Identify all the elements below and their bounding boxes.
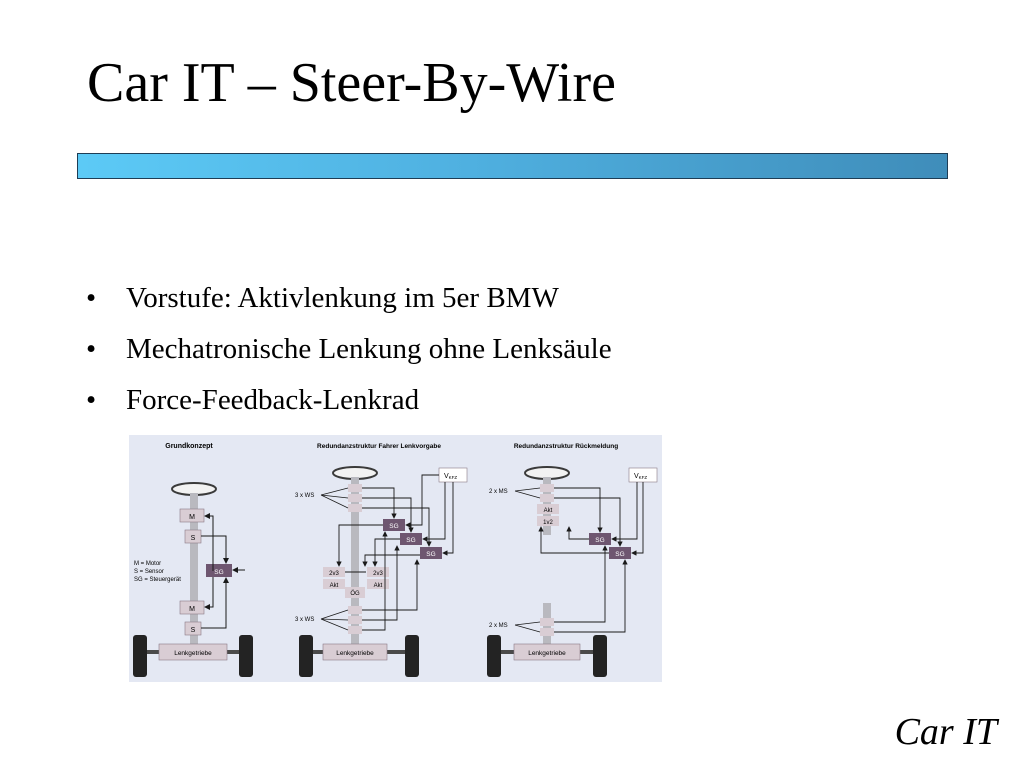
vote-box-right: [367, 567, 389, 577]
angle-sensor-box-lower: [348, 616, 362, 624]
panel1-heading: Grundkonzept: [165, 443, 213, 450]
actuator-box-left: [323, 579, 345, 589]
ms-label-bottom: 2 x MS: [489, 623, 508, 629]
motor-label: M: [189, 514, 195, 521]
left-wheel: [133, 635, 147, 677]
bullet-list: • Vorstufe: Aktivlenkung im 5er BMW • Mech…: [86, 281, 612, 434]
diagram-svg: Grundkonzept M S SG M S M = Moto: [129, 435, 662, 682]
bullet-item: • Force-Feedback-Lenkrad: [86, 383, 612, 434]
vote-label-right: 2v3: [373, 571, 383, 577]
ms-leader-lines: [514, 487, 541, 499]
vote-label: 1v2: [543, 520, 553, 526]
legend-motor: M = Motor: [134, 561, 161, 567]
controller-label: SG: [214, 569, 223, 576]
actuator-box: [537, 504, 559, 514]
bullet-text: Vorstufe: Aktivlenkung im 5er BMW: [126, 282, 559, 314]
sensor-label: S: [191, 535, 196, 542]
ms-label-top: 2 x MS: [489, 489, 508, 495]
bullet-text: Mechatronische Lenkung ohne Lenksäule: [126, 333, 612, 365]
actuator-box-right: [367, 579, 389, 589]
panel2-heading: Redundanzstruktur Fahrer Lenkvorgabe: [317, 443, 441, 450]
bullet-dot: •: [86, 282, 97, 314]
ws-leader-lines: [320, 487, 349, 509]
vehicle-speed-label: VKFZ: [444, 473, 457, 480]
angle-sensor-box-lower: [348, 606, 362, 614]
left-wheel: [299, 635, 313, 677]
controller-box-1: [383, 519, 405, 531]
steering-gear-box: [513, 643, 581, 661]
panel-grundkonzept: Grundkonzept M S SG M S M = Moto: [133, 443, 253, 677]
panel3-signal-lines: [538, 482, 644, 633]
og-box: [345, 587, 365, 598]
steering-wheel-icon: [171, 482, 217, 505]
right-wheel: [593, 635, 607, 677]
steering-column: [351, 477, 359, 649]
angle-sensor-box-lower: [348, 626, 362, 634]
motor-sensor-box-lower: [540, 628, 554, 636]
motor-sensor-box-lower: [540, 618, 554, 626]
controller-box-2: [400, 533, 422, 545]
controller-box-3: [420, 547, 442, 559]
vote-label-left: 2v3: [329, 571, 339, 577]
ms-leader-lines-lower: [514, 621, 541, 633]
steering-gear-label: Lenkgetriebe: [528, 650, 566, 657]
bullet-dot: •: [86, 384, 97, 416]
motor-sensor-box: [540, 484, 554, 492]
right-wheel: [239, 635, 253, 677]
panel-redundancy-feedback: Redundanzstruktur Rückmeldung 2 x MS Akt…: [487, 443, 658, 677]
footer-brand: Car IT: [894, 711, 997, 753]
steering-gear-box: [158, 643, 228, 661]
controller-label-1: SG: [389, 523, 398, 530]
og-label: ÖG: [350, 590, 360, 597]
bullet-item: • Vorstufe: Aktivlenkung im 5er BMW: [86, 281, 612, 332]
diagram-background: [129, 435, 662, 682]
bullet-item: • Mechatronische Lenkung ohne Lenksäule: [86, 332, 612, 383]
controller-label-2: SG: [615, 551, 624, 558]
angle-sensor-box: [348, 504, 362, 512]
motor-sensor-box: [540, 494, 554, 502]
controller-box-1: [589, 533, 611, 545]
controller-label-2: SG: [406, 537, 415, 544]
controller-box-2: [609, 547, 631, 559]
actuator-label-right: Akt: [374, 583, 383, 589]
panel2-signal-lines: [336, 474, 454, 631]
controller-label-1: SG: [595, 537, 604, 544]
legend-sensor: S = Sensor: [134, 569, 164, 575]
panel1-signal-lines: [201, 513, 245, 629]
right-wheel: [405, 635, 419, 677]
steering-gear-label: Lenkgetriebe: [174, 650, 212, 657]
ws-label-top: 3 x WS: [295, 493, 314, 499]
title-divider-bar: [77, 153, 948, 179]
slide-title: Car IT – Steer-By-Wire: [87, 52, 616, 114]
steering-gear-label: Lenkgetriebe: [336, 650, 374, 657]
left-wheel: [487, 635, 501, 677]
bullet-text: Force-Feedback-Lenkrad: [126, 384, 420, 416]
angle-sensor-box: [348, 494, 362, 502]
bullet-dot: •: [86, 333, 97, 365]
ws-leader-lines-lower: [320, 609, 349, 631]
vote-box-left: [323, 567, 345, 577]
panel3-heading: Redundanzstruktur Rückmeldung: [514, 443, 618, 450]
vehicle-speed-label: VKFZ: [634, 473, 647, 480]
steering-gear-box: [322, 643, 388, 661]
steering-column: [190, 505, 198, 647]
motor-label-lower: M: [189, 606, 195, 613]
legend-controller: SG = Steuergerät: [134, 577, 181, 583]
panel-redundancy-driver: Redundanzstruktur Fahrer Lenkvorgabe 3 x…: [295, 443, 468, 677]
vote-box: [537, 516, 559, 526]
ws-label-bottom: 3 x WS: [295, 617, 314, 623]
angle-sensor-box: [348, 484, 362, 492]
actuator-label-left: Akt: [330, 583, 339, 589]
steer-by-wire-diagram: Grundkonzept M S SG M S M = Moto: [129, 435, 662, 682]
sensor-label-lower: S: [191, 627, 196, 634]
controller-label-3: SG: [426, 551, 435, 558]
actuator-label: Akt: [544, 508, 553, 514]
